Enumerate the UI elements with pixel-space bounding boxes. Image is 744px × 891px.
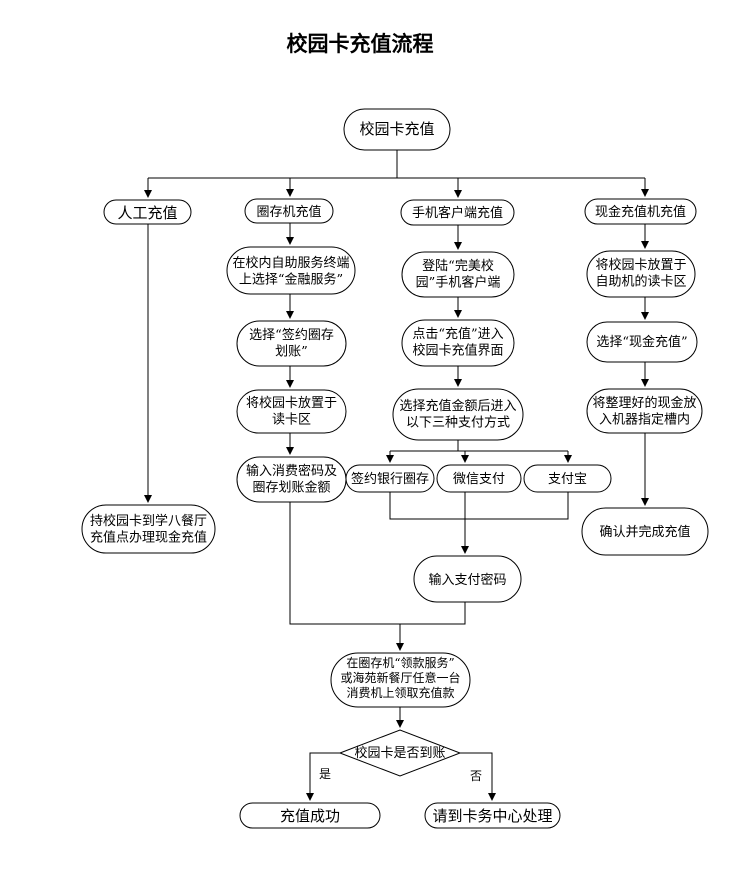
cash-step1-text: 将校园卡放置于自助机的读卡区	[595, 257, 686, 289]
collect-text: 在圈存机“领款服务”或海苑新餐厅任意一台消费机上领取充值款	[340, 655, 460, 700]
mobile-step2-node: 点击“充值”进入校园卡充值界面	[401, 319, 515, 367]
branch-cash-label: 现金充值机充值	[595, 204, 686, 220]
kiosk-step1-text: 在校内自助服务终端上选择“金融服务”	[232, 255, 349, 287]
connectors	[144, 150, 649, 801]
connector-kiosk-to-collect	[289, 502, 400, 625]
payment-wechat-label: 微信支付	[453, 472, 505, 487]
mobile-step1-node: 登陆“完美校园”手机客户端	[401, 251, 515, 298]
connector-no	[460, 752, 496, 801]
mobile-step3-text: 选择充值金额后进入以下三种支付方式	[399, 398, 516, 430]
start-node: 校园卡充值	[343, 108, 451, 151]
branch-mobile-node: 手机客户端充值	[400, 199, 515, 226]
mobile-step2-text: 点击“充值”进入校园卡充值界面	[412, 326, 503, 358]
kiosk-step4-node: 输入消费密码及圈存划账金额	[236, 456, 347, 503]
mobile-step4-node: 输入支付密码	[413, 555, 522, 603]
cash-step3-text: 将整理好的现金放入机器指定槽内	[592, 395, 696, 427]
kiosk-step3-node: 将校园卡放置于读卡区	[236, 389, 347, 434]
kiosk-step4-text: 输入消费密码及圈存划账金额	[246, 463, 337, 495]
connector-payment-split	[390, 440, 568, 452]
decision-yes-label: 是	[319, 767, 331, 781]
connector-payment-merge	[389, 492, 569, 520]
start-label: 校园卡充值	[359, 120, 434, 138]
result-success-node: 充值成功	[239, 802, 381, 829]
cash-step2-node: 选择“现金充值”	[586, 321, 698, 363]
manual-step1-node: 持校园卡到学八餐厅充值点办理现金充值	[81, 504, 216, 554]
payment-alipay-label: 支付宝	[548, 472, 587, 487]
mobile-step4-text: 输入支付密码	[428, 572, 506, 588]
payment-bank-node: 签约银行圈存	[345, 464, 435, 493]
cash-step4-node: 确认并完成充值	[581, 507, 709, 556]
payment-bank-label: 签约银行圈存	[351, 471, 429, 487]
result-success-label: 充值成功	[280, 807, 340, 825]
branch-manual-label: 人工充值	[117, 204, 177, 222]
kiosk-step2-text: 选择“签约圈存划账”	[249, 327, 334, 359]
decision-no-label: 否	[470, 769, 482, 783]
cash-step2-text: 选择“现金充值”	[596, 334, 687, 350]
branch-kiosk-label: 圈存机充值	[256, 204, 321, 220]
page-title: 校园卡充值流程	[286, 31, 434, 56]
decision-question: 校园卡是否到账	[354, 745, 445, 761]
cash-step4-text: 确认并完成充值	[599, 524, 690, 540]
kiosk-step3-text: 将校园卡放置于读卡区	[246, 395, 337, 427]
branch-manual-node: 人工充值	[103, 199, 192, 225]
cash-step1-node: 将校园卡放置于自助机的读卡区	[586, 250, 696, 298]
branch-kiosk-node: 圈存机充值	[244, 198, 334, 224]
branch-mobile-label: 手机客户端充值	[412, 205, 503, 221]
branch-cash-node: 现金充值机充值	[584, 198, 697, 225]
kiosk-step1-node: 在校内自助服务终端上选择“金融服务”	[226, 246, 356, 295]
decision-node: 校园卡是否到账	[338, 729, 462, 777]
mobile-step1-text: 登陆“完美校园”手机客户端	[416, 258, 501, 290]
connector-yes	[306, 752, 340, 801]
payment-alipay-node: 支付宝	[523, 464, 612, 493]
collect-node: 在圈存机“领款服务”或海苑新餐厅任意一台消费机上领取充值款	[330, 652, 471, 708]
cash-step3-node: 将整理好的现金放入机器指定槽内	[586, 388, 703, 434]
connector-password-to-collect	[400, 602, 466, 625]
mobile-step3-node: 选择充值金额后进入以下三种支付方式	[392, 388, 524, 441]
payment-wechat-node: 微信支付	[436, 464, 522, 493]
result-support-node: 请到卡务中心处理	[424, 802, 561, 829]
kiosk-step2-node: 选择“签约圈存划账”	[236, 320, 347, 367]
result-support-label: 请到卡务中心处理	[432, 807, 552, 825]
manual-step1-text: 持校园卡到学八餐厅充值点办理现金充值	[90, 513, 207, 545]
